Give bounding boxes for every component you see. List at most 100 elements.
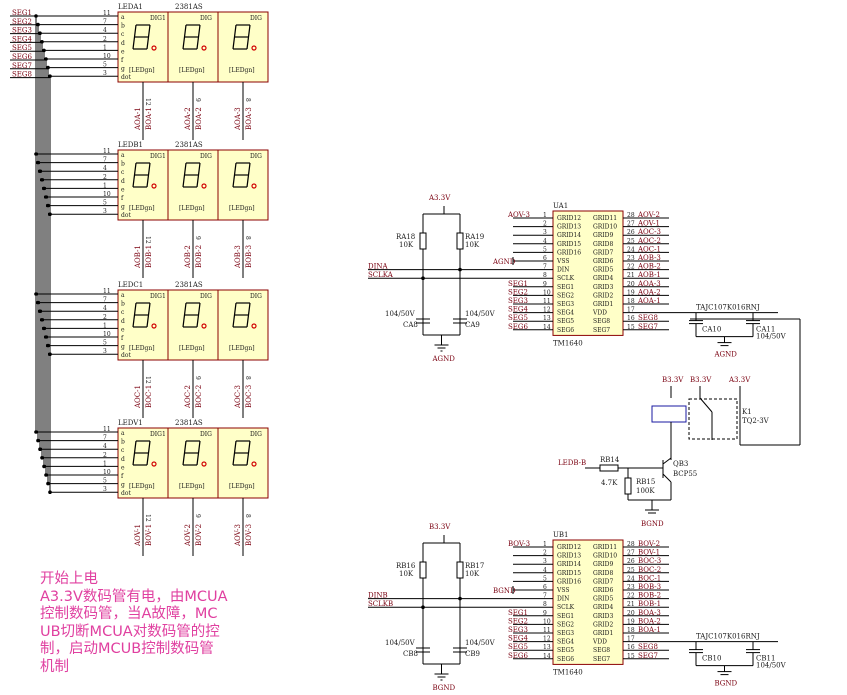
transistor-net: LEDB-B xyxy=(558,459,586,467)
segment-e xyxy=(232,314,236,328)
pin-number: 12 xyxy=(543,307,551,314)
com-net-label-b: BOC-1 xyxy=(145,385,153,408)
tm1640-chip xyxy=(552,539,624,665)
pin-name: GRID6 xyxy=(593,258,613,265)
display-digit xyxy=(117,427,169,499)
chip-part: TM1640 xyxy=(553,339,583,347)
resistor-ref: RB15 xyxy=(636,478,655,486)
com-net-label: AOA-3 xyxy=(234,107,242,131)
pin-number: 10 xyxy=(543,289,551,296)
pin-name: GRID10 xyxy=(593,224,617,231)
chip-right-net: AOA-2 xyxy=(637,288,661,296)
pin-number: 21 xyxy=(627,601,635,608)
resistor-value: 10K xyxy=(465,241,480,249)
pin-number: 1 xyxy=(543,212,547,219)
seven-seg-glyph xyxy=(182,24,207,51)
display-digit xyxy=(167,427,219,499)
pin-number: 8 xyxy=(244,376,251,380)
com-net-label: AOA-2 xyxy=(184,107,192,131)
display-ref: LEDV1 xyxy=(118,419,143,427)
junction-dot xyxy=(36,22,40,27)
chip-right-net: AOV-1 xyxy=(637,220,660,228)
junction-dot xyxy=(46,481,50,486)
chip-right-net: BOV-2 xyxy=(638,540,660,548)
transistor-ref: QB3 xyxy=(673,460,688,468)
pin-number: 9 xyxy=(194,98,201,102)
segment-c xyxy=(146,36,150,50)
pin-number: 9 xyxy=(194,514,201,518)
pin-name: GRID4 xyxy=(593,604,613,611)
segment-b xyxy=(147,162,151,176)
seven-seg-glyph xyxy=(232,24,257,51)
digit-caption: [LEDgn] xyxy=(129,67,155,74)
tant-cap-ref: CB10 xyxy=(702,655,721,663)
chip-right-net: BOB-2 xyxy=(638,592,661,600)
junction-dot xyxy=(40,40,44,44)
pin-name: GRID12 xyxy=(557,215,581,222)
pin-number: 1 xyxy=(103,44,107,51)
pin-number: 7 xyxy=(103,297,107,304)
digit-label: DIG xyxy=(200,431,212,438)
digit-caption: [LEDgn] xyxy=(129,205,155,212)
pin-name: SEG3 xyxy=(557,630,574,637)
segment-c xyxy=(196,314,200,328)
cap-value: 104/50V xyxy=(756,662,787,670)
pin-number: 2 xyxy=(103,314,107,321)
junction-dot xyxy=(421,605,425,609)
pin-name: GRID10 xyxy=(593,553,617,560)
seg-letter: c xyxy=(121,169,125,176)
pin-name: GRID5 xyxy=(593,267,613,274)
tant-cap-value: TAJC107K016RNJ xyxy=(696,304,760,312)
junction-dot xyxy=(421,276,425,281)
segment-c xyxy=(246,314,250,328)
chip-right-net: AOV-2 xyxy=(637,211,660,219)
segment-c xyxy=(196,452,200,466)
pin-number: 10 xyxy=(103,469,111,476)
com-net-label-b: BOA-1 xyxy=(145,107,153,130)
pin-number: 25 xyxy=(627,238,635,245)
resistor-value: 10K xyxy=(465,570,480,578)
chip-left-net: AOV-3 xyxy=(507,211,530,219)
pin-number: 4 xyxy=(103,165,107,172)
note-line: 制，启动MCUB控制数码管 xyxy=(40,641,214,657)
relay-vcc: B3.3V xyxy=(690,376,712,384)
chip-left-net: SEG5 xyxy=(508,314,528,322)
pin-name: SEG1 xyxy=(557,613,574,620)
seg-letter: e xyxy=(121,48,125,55)
pin-number: 2 xyxy=(543,221,547,228)
pin-number: 16 xyxy=(627,644,635,651)
pin-name: GRID14 xyxy=(557,232,581,239)
pin-name: SEG5 xyxy=(557,318,574,325)
seg-letter: f xyxy=(121,57,124,64)
pin-number: 11 xyxy=(103,426,111,433)
segment-f xyxy=(233,302,237,316)
resistor xyxy=(456,561,464,579)
segment-dp xyxy=(201,183,207,189)
segment-b xyxy=(247,162,251,176)
seven-seg-glyph xyxy=(132,24,157,51)
resistor-value: 4.7K xyxy=(601,479,618,487)
resistor-ref: RA19 xyxy=(465,233,484,241)
display-digit xyxy=(167,11,219,83)
chip-left-net: SEG3 xyxy=(508,626,528,634)
pin-name: DIN xyxy=(557,267,569,274)
com-net-label: AOC-1 xyxy=(134,385,142,409)
junction-dot xyxy=(42,464,46,469)
chip-left-net: SEG5 xyxy=(508,643,528,651)
pin-name: SEG6 xyxy=(557,656,574,663)
gnd-label: AGND xyxy=(492,258,516,266)
digit-caption: [LEDgn] xyxy=(229,67,255,74)
chip-left-net: SEG3 xyxy=(508,297,528,305)
display-part: 2381AS xyxy=(175,3,203,11)
seg-letter: g xyxy=(121,482,125,489)
segment-e xyxy=(182,36,186,50)
chip-right-net: AOC-1 xyxy=(637,245,661,253)
pin-number: 5 xyxy=(103,200,107,207)
segment-f xyxy=(233,24,237,38)
pin-number: 26 xyxy=(627,558,635,565)
com-net-label: AOB-2 xyxy=(184,245,192,269)
seg-net-label: SEG7 xyxy=(12,62,32,70)
segment-e xyxy=(232,36,236,50)
pin-number: 7 xyxy=(103,157,107,164)
cap-ref: CA9 xyxy=(465,321,480,329)
